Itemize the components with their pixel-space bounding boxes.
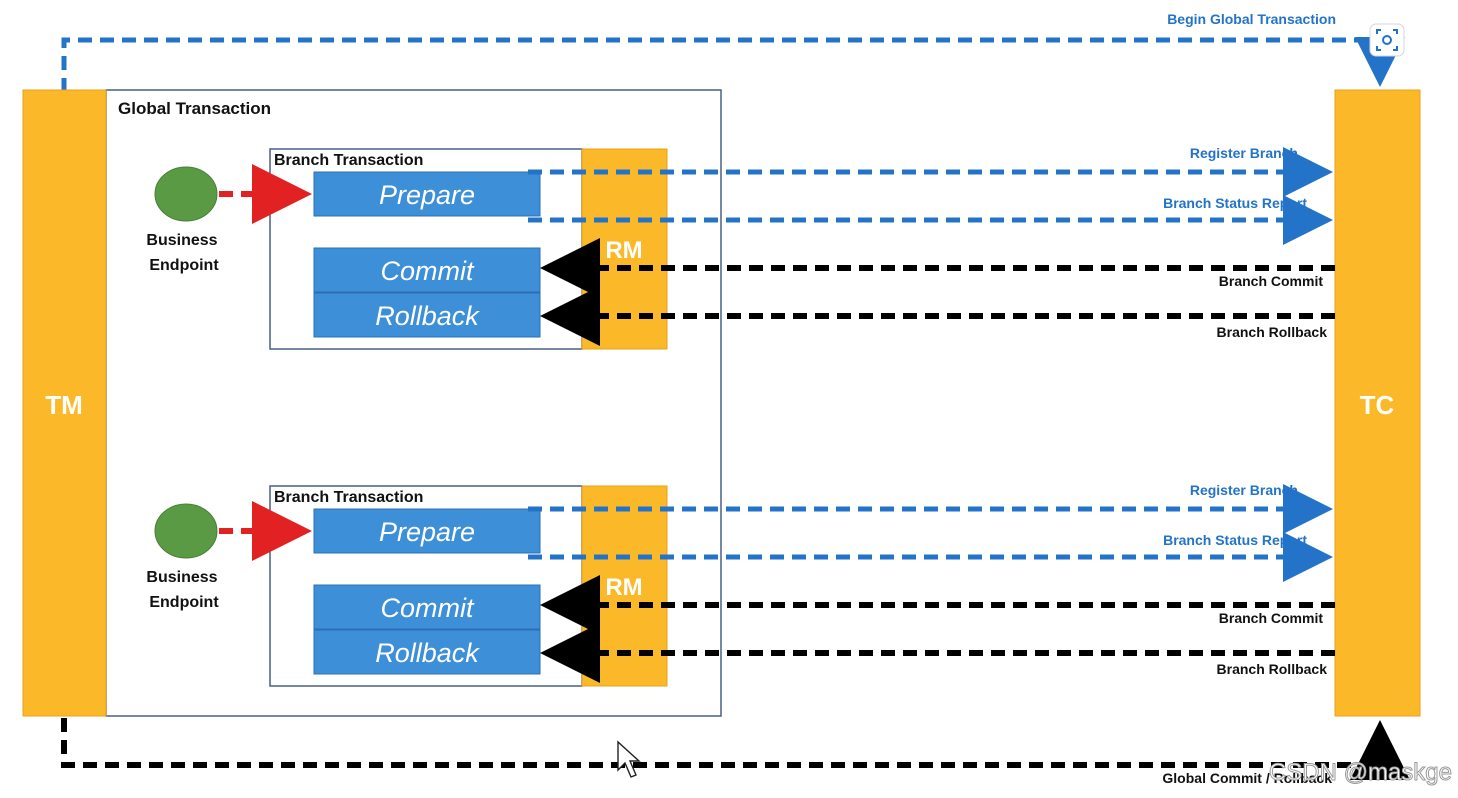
global-commit-rollback-arrow [61,718,1410,780]
rollback-box-label: Rollback [375,638,480,668]
rollback-box [313,629,541,675]
global-transaction-label: Global Transaction [118,99,271,118]
branch-commit-label: Branch Commit [1219,273,1324,289]
tm-bar [22,89,107,717]
endpoint-label-line1: Business [146,569,217,586]
rm-label: RM [605,574,642,601]
begin-global-label: Begin Global Transaction [1167,11,1336,27]
branch-commit-label: Branch Commit [1219,610,1324,626]
branch-status-report-label: Branch Status Report [1163,195,1307,211]
rm-label: RM [605,237,642,264]
branch-rollback-label: Branch Rollback [1217,324,1328,340]
business-endpoint-icon [154,166,218,222]
cursor-icon [617,740,641,778]
prepare-box-label: Prepare [379,517,475,547]
rollback-box [313,292,541,338]
branch-transaction-title: Branch Transaction [274,489,423,506]
prepare-box [313,171,541,217]
commit-box-label: Commit [381,593,475,623]
branch-transaction-title: Branch Transaction [274,152,423,169]
watermark: CSDN @maskge [1269,759,1452,786]
branch-rollback-label: Branch Rollback [1217,661,1328,677]
screenshot-icon[interactable] [1369,23,1405,57]
commit-box [313,584,541,630]
branch-status-report-label: Branch Status Report [1163,532,1307,548]
register-branch-label: Register Branch [1190,145,1298,161]
rollback-box-label: Rollback [375,301,480,331]
begin-global-arrow [61,37,1405,92]
endpoint-label-line2: Endpoint [149,594,219,611]
tc-label: TC [1360,390,1395,420]
tc-bar [1334,89,1421,717]
tm-label: TM [45,390,83,420]
prepare-box [313,508,541,554]
global-commit-rollback-label: Global Commit / Rollback [1162,770,1332,786]
endpoint-label-line2: Endpoint [149,257,219,274]
endpoint-label-line1: Business [146,232,217,249]
prepare-box-label: Prepare [379,180,475,210]
business-endpoint-icon [154,503,218,559]
commit-box-label: Commit [381,256,475,286]
register-branch-label: Register Branch [1190,482,1298,498]
branch-layer: Branch TransactionBusinessEndpointPrepar… [146,145,1335,687]
